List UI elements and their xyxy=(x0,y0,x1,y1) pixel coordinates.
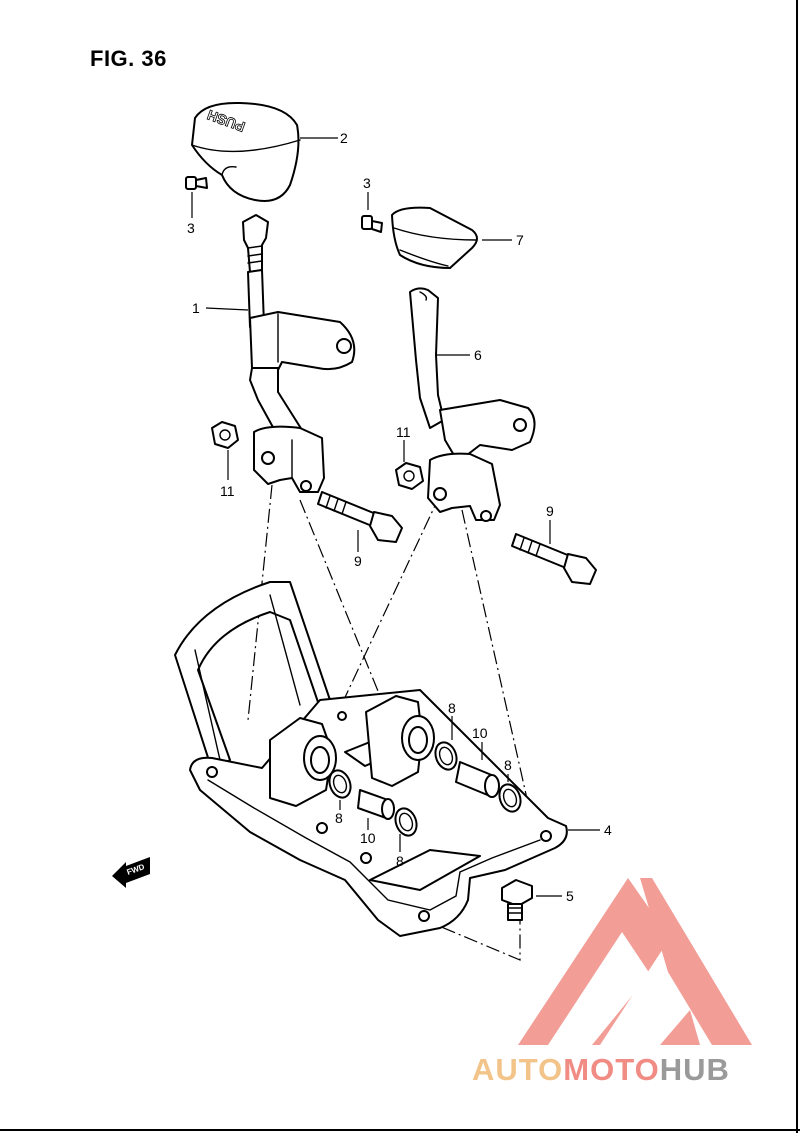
watermark-brand: AUTOMOTOHUB xyxy=(472,1052,730,1088)
ring-8-c xyxy=(434,741,458,771)
bolt-9-right xyxy=(511,533,597,585)
callout-2: 2 xyxy=(340,130,348,146)
callout-9-left: 9 xyxy=(354,553,362,569)
callouts: 2 3 3 7 1 6 11 11 9 9 4 5 8 8 8 8 10 10 xyxy=(187,130,612,904)
callout-6: 6 xyxy=(474,347,482,363)
sub-lever xyxy=(409,287,536,522)
watermark-hub: HUB xyxy=(659,1052,730,1087)
callout-5: 5 xyxy=(566,888,574,904)
callout-8-a: 8 xyxy=(335,810,343,826)
nut-11-right xyxy=(395,462,424,490)
bolt-9-left xyxy=(317,491,403,543)
callout-3-left: 3 xyxy=(187,220,195,236)
nut-11-left xyxy=(211,421,239,449)
callout-10-right: 10 xyxy=(472,725,488,741)
callout-11-right: 11 xyxy=(396,424,411,440)
watermark-moto: MOTO xyxy=(563,1052,660,1087)
leader-lines xyxy=(191,137,600,897)
callout-1: 1 xyxy=(192,300,200,316)
callout-10-left: 10 xyxy=(360,830,376,846)
callout-4: 4 xyxy=(604,822,612,838)
callout-9-right: 9 xyxy=(546,503,554,519)
screw-3-left xyxy=(185,176,208,190)
ring-8-d xyxy=(498,783,522,813)
callout-8-c: 8 xyxy=(448,700,456,716)
callout-11-left: 11 xyxy=(220,483,235,499)
callout-3-right: 3 xyxy=(363,175,371,191)
watermark-auto: AUTO xyxy=(472,1052,564,1087)
callout-8-d: 8 xyxy=(504,757,512,773)
bolt-5 xyxy=(501,879,533,921)
watermark-logo xyxy=(518,878,752,1045)
shift-knob: PUSH xyxy=(191,101,301,202)
shift-lever xyxy=(242,214,356,493)
callout-8-b: 8 xyxy=(396,853,404,869)
screw-3-right xyxy=(361,215,383,233)
figure-title: FIG. 36 xyxy=(90,46,167,71)
ring-8-a xyxy=(328,769,352,799)
ring-8-b xyxy=(394,807,418,837)
fwd-arrow-icon: FWD xyxy=(112,857,150,888)
callout-7: 7 xyxy=(516,232,524,248)
pin-10-left xyxy=(357,789,395,820)
pin-10-right xyxy=(455,761,500,798)
indicator-cover xyxy=(391,206,478,269)
